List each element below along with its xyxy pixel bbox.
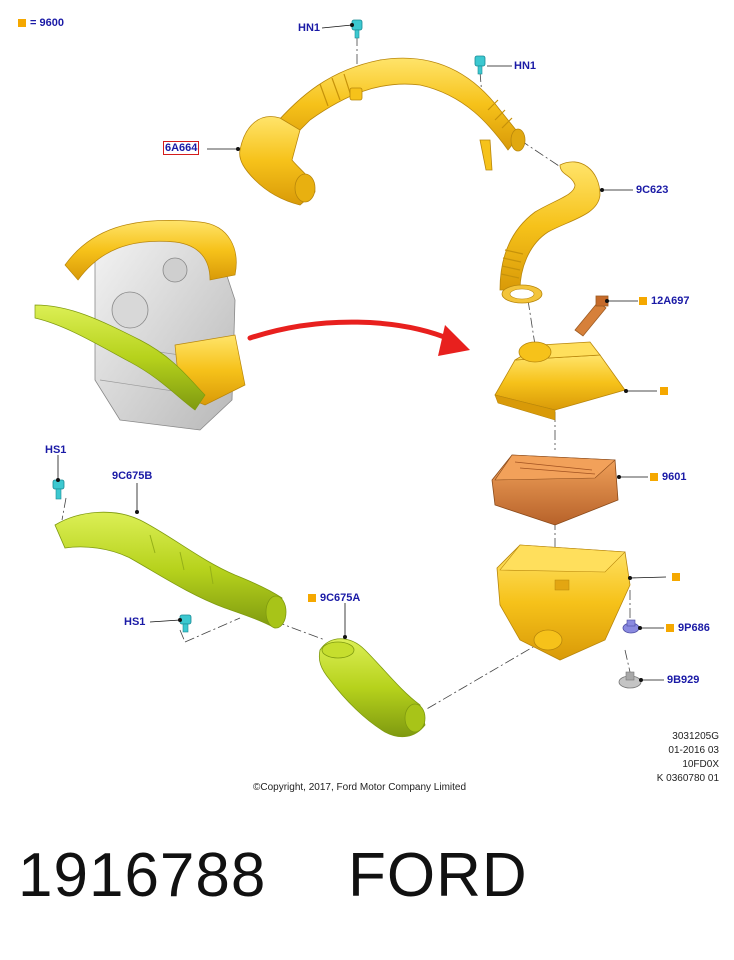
copyright: ©Copyright, 2017, Ford Motor Company Lim… [253,782,467,793]
callout-hs1-bottom: HS1 [124,616,146,628]
mount-9b929 [618,671,642,689]
callout-9c675a-swatch [308,594,316,603]
callout-hn1-top: HN1 [298,22,321,34]
footer-brand: FORD [348,841,528,910]
callout-6a664-text: 6A664 [163,141,200,155]
callout-9c623: 9C623 [636,184,669,196]
fastener-hn1-right [474,55,486,75]
callout-9c675a: 9C675A [308,592,360,605]
legend-text: = 9600 [30,17,64,29]
direction-arrow [247,319,470,356]
fastener-hs1-top [52,479,65,500]
meta-line-1: 3031205G [672,731,719,742]
leader-dots [56,23,643,682]
leader-lines [57,24,667,681]
callout-9c675b: 9C675B [112,470,153,482]
callout-9601: 9601 [650,471,686,484]
air-cleaner-cover [494,341,626,421]
meta-line-3: 10FD0X [682,759,719,770]
callout-9601-swatch [650,473,658,482]
air-cleaner-body [496,544,631,661]
callout-12a697-text: 12A697 [651,295,690,307]
callout-9c675a-text: 9C675A [320,592,361,604]
footer-part-number: 1916788 [18,841,267,910]
meta-line-4: K 0360780 01 [656,773,719,784]
callout-9b929: 9B929 [667,674,700,686]
engine-overview-illustration [34,219,246,431]
fastener-hn1-top [351,19,363,39]
callout-hn1-right: HN1 [514,60,537,72]
legend: = 9600 [18,17,64,30]
callout-body-swatch [672,573,680,581]
air-hose-9c623 [499,161,601,304]
callout-hs1-top: HS1 [45,444,67,456]
callout-12a697: 12A697 [639,295,690,308]
callout-9p686: 9P686 [666,622,710,635]
air-intake-tube-6a664 [239,57,526,206]
sensor-12a697 [574,295,609,337]
illustration-meta: 3031205G 01-2016 03 10FD0X K 0360780 01 [657,730,719,786]
air-duct-9c675a [318,638,426,738]
grommet-9p686 [622,619,640,634]
callout-cover-swatch [660,387,668,395]
callout-9p686-swatch [666,624,674,633]
callout-6a664: 6A664 [163,141,200,155]
fastener-hs1-bottom [179,614,192,633]
callout-9p686-text: 9P686 [678,622,710,634]
air-duct-9c675b [54,511,287,629]
meta-line-2: 01-2016 03 [668,745,719,756]
air-filter-9601 [491,454,619,526]
callout-12a697-swatch [639,297,647,306]
legend-swatch [18,19,26,28]
callout-9601-text: 9601 [662,471,687,483]
